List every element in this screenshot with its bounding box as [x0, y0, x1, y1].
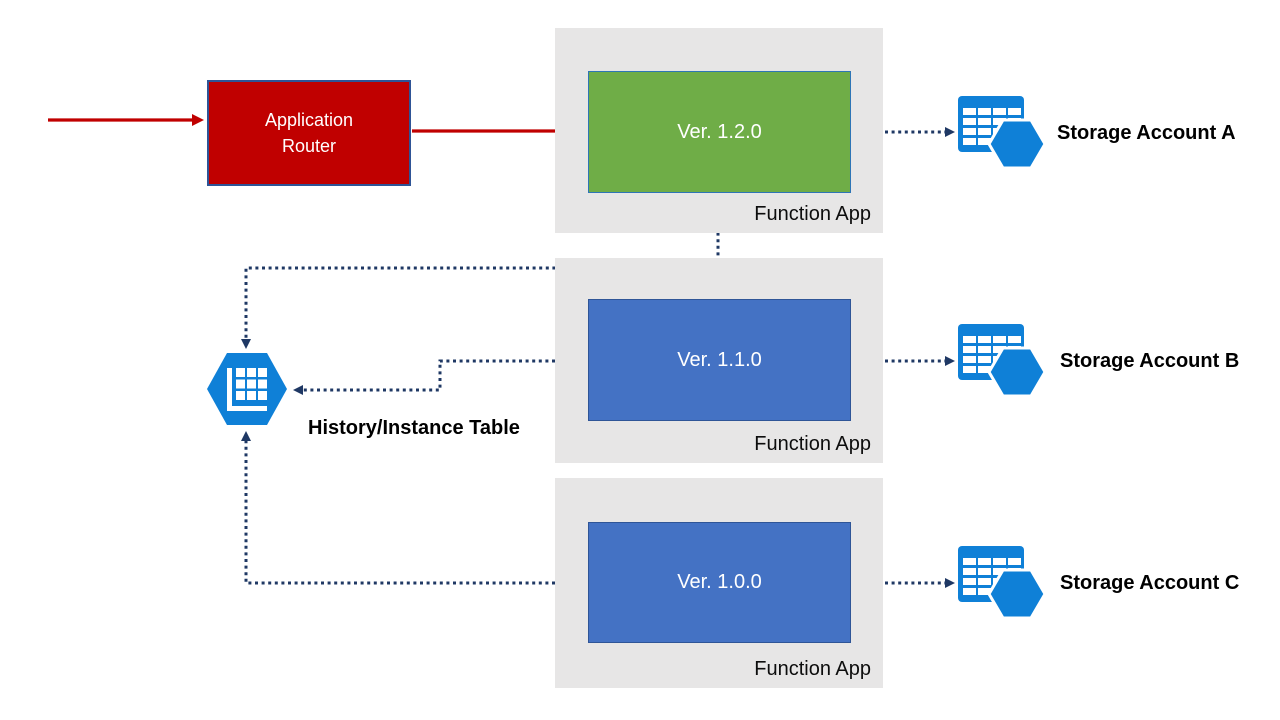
function-app-label: Function App: [754, 658, 871, 680]
version-label: Ver. 1.0.0: [677, 571, 762, 593]
v110-to-history-connector: [293, 359, 588, 395]
storage-account-c-label: Storage Account C: [1060, 572, 1240, 594]
version-label: Ver. 1.2.0: [677, 120, 762, 143]
storage-hexagon-shape: [987, 118, 1047, 170]
function-app-container-3: Ver. 1.0.0 Function App: [555, 478, 883, 688]
storage-hexagon-shape: [987, 568, 1047, 620]
table-storage-icon-a: [958, 96, 1047, 170]
storage-account-b-label: Storage Account B: [1060, 350, 1240, 372]
table-storage-icon-b: [958, 324, 1047, 398]
history-instance-table-label: History/Instance Table: [308, 417, 520, 439]
function-app-container-2: Ver. 1.1.0 Function App: [555, 258, 883, 463]
function-app-label: Function App: [754, 203, 871, 225]
history-table-glyph: [227, 368, 267, 411]
application-router-box: Application Router: [207, 80, 411, 186]
table-storage-icon-c: [958, 546, 1047, 620]
v100-to-history-connector: [241, 431, 588, 585]
table-hexagon-icon: [207, 353, 287, 425]
function-app-label: Function App: [754, 433, 871, 455]
history-hexagon-shape: [207, 353, 287, 425]
application-router-label: Application Router: [264, 109, 354, 156]
function-app-container-1: Ver. 1.2.0 Function App: [555, 28, 883, 233]
version-box-1-0-0: Ver. 1.0.0: [588, 522, 851, 643]
storage-account-a-label: Storage Account A: [1057, 122, 1236, 144]
version-box-1-2-0: Ver. 1.2.0: [588, 71, 851, 193]
version-label: Ver. 1.1.0: [677, 348, 762, 371]
version-box-1-1-0: Ver. 1.1.0: [588, 299, 851, 421]
storage-hexagon-shape: [987, 346, 1047, 398]
